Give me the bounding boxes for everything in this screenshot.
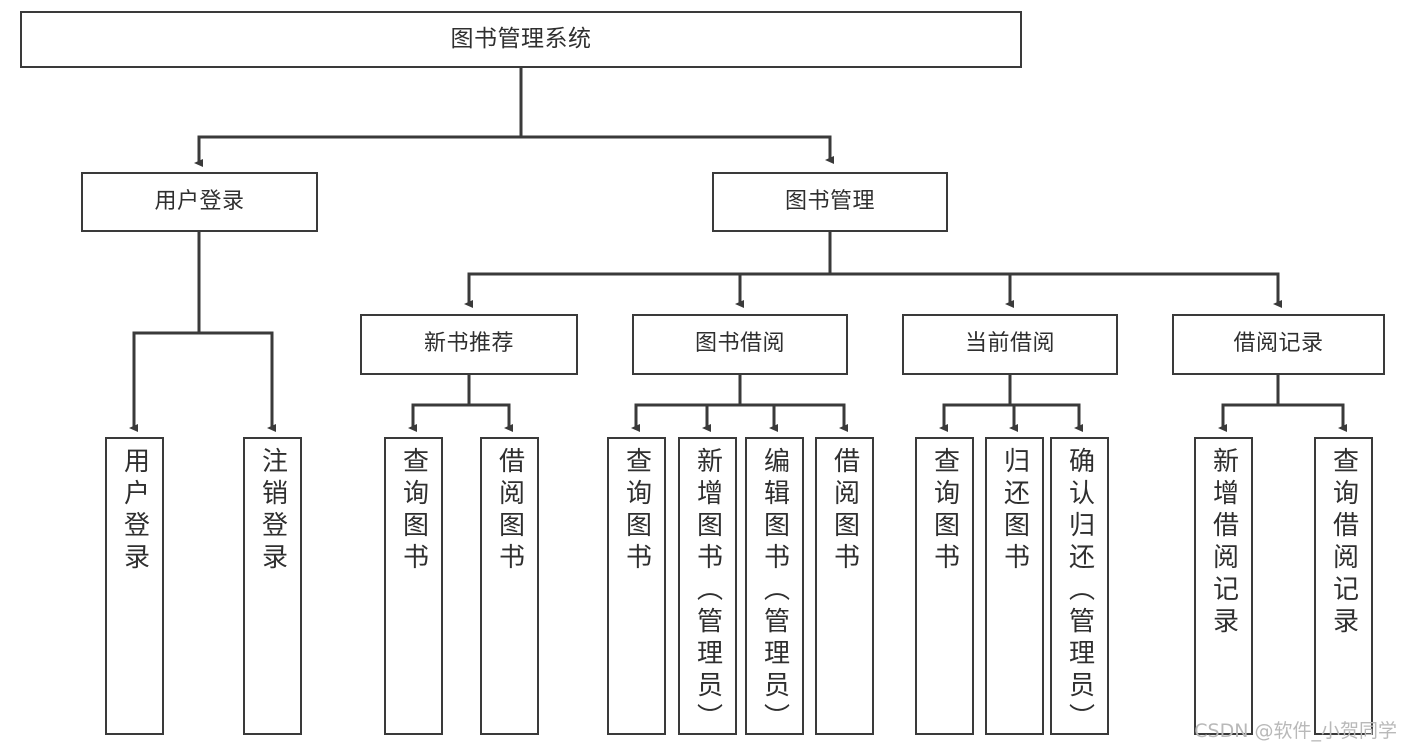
node-leaf-add-book[interactable]: 新增图书（管理员） (678, 437, 737, 735)
node-borrow-record[interactable]: 借阅记录 (1172, 314, 1385, 375)
node-leaf-add-book-label: 新增图书（管理员） (692, 447, 723, 735)
node-leaf-return-book-label: 归还图书 (999, 447, 1030, 575)
node-leaf-query-record-label: 查询借阅记录 (1328, 447, 1359, 639)
node-new-book-rec[interactable]: 新书推荐 (360, 314, 578, 375)
node-leaf-borrow-book-1[interactable]: 借阅图书 (480, 437, 539, 735)
node-leaf-user-login-label: 用户登录 (119, 447, 150, 575)
node-book-manage-label: 图书管理 (784, 188, 875, 214)
node-current-borrow[interactable]: 当前借阅 (902, 314, 1118, 375)
node-leaf-borrow-book-2[interactable]: 借阅图书 (815, 437, 874, 735)
node-user-login[interactable]: 用户登录 (81, 172, 318, 232)
node-leaf-query-book-3-label: 查询图书 (929, 447, 960, 575)
node-leaf-query-record[interactable]: 查询借阅记录 (1314, 437, 1373, 735)
node-leaf-borrow-book-1-label: 借阅图书 (494, 447, 525, 575)
node-leaf-query-book-2[interactable]: 查询图书 (607, 437, 666, 735)
node-borrow-record-label: 借阅记录 (1233, 331, 1324, 357)
node-leaf-confirm-return[interactable]: 确认归还（管理员） (1050, 437, 1109, 735)
node-leaf-edit-book-label: 编辑图书（管理员） (759, 447, 790, 735)
node-leaf-query-book-1-label: 查询图书 (398, 447, 429, 575)
node-leaf-query-book-2-label: 查询图书 (621, 447, 652, 575)
node-book-manage[interactable]: 图书管理 (712, 172, 948, 232)
node-leaf-query-book-3[interactable]: 查询图书 (915, 437, 974, 735)
node-leaf-user-logout[interactable]: 注销登录 (243, 437, 302, 735)
node-new-book-rec-label: 新书推荐 (423, 331, 514, 357)
node-book-borrow-label: 图书借阅 (694, 331, 785, 357)
node-leaf-add-record[interactable]: 新增借阅记录 (1194, 437, 1253, 735)
node-root[interactable]: 图书管理系统 (20, 11, 1022, 68)
watermark: CSDN @软件_小贺同学 (1194, 720, 1397, 742)
node-leaf-query-book-1[interactable]: 查询图书 (384, 437, 443, 735)
node-leaf-edit-book[interactable]: 编辑图书（管理员） (745, 437, 804, 735)
node-root-label: 图书管理系统 (450, 25, 592, 52)
node-leaf-user-logout-label: 注销登录 (257, 447, 288, 575)
node-leaf-add-record-label: 新增借阅记录 (1208, 447, 1239, 639)
node-leaf-return-book[interactable]: 归还图书 (985, 437, 1044, 735)
node-current-borrow-label: 当前借阅 (964, 331, 1055, 357)
node-user-login-label: 用户登录 (154, 188, 245, 214)
node-leaf-borrow-book-2-label: 借阅图书 (829, 447, 860, 575)
node-leaf-confirm-return-label: 确认归还（管理员） (1064, 447, 1095, 735)
node-leaf-user-login[interactable]: 用户登录 (105, 437, 164, 735)
node-book-borrow[interactable]: 图书借阅 (632, 314, 848, 375)
